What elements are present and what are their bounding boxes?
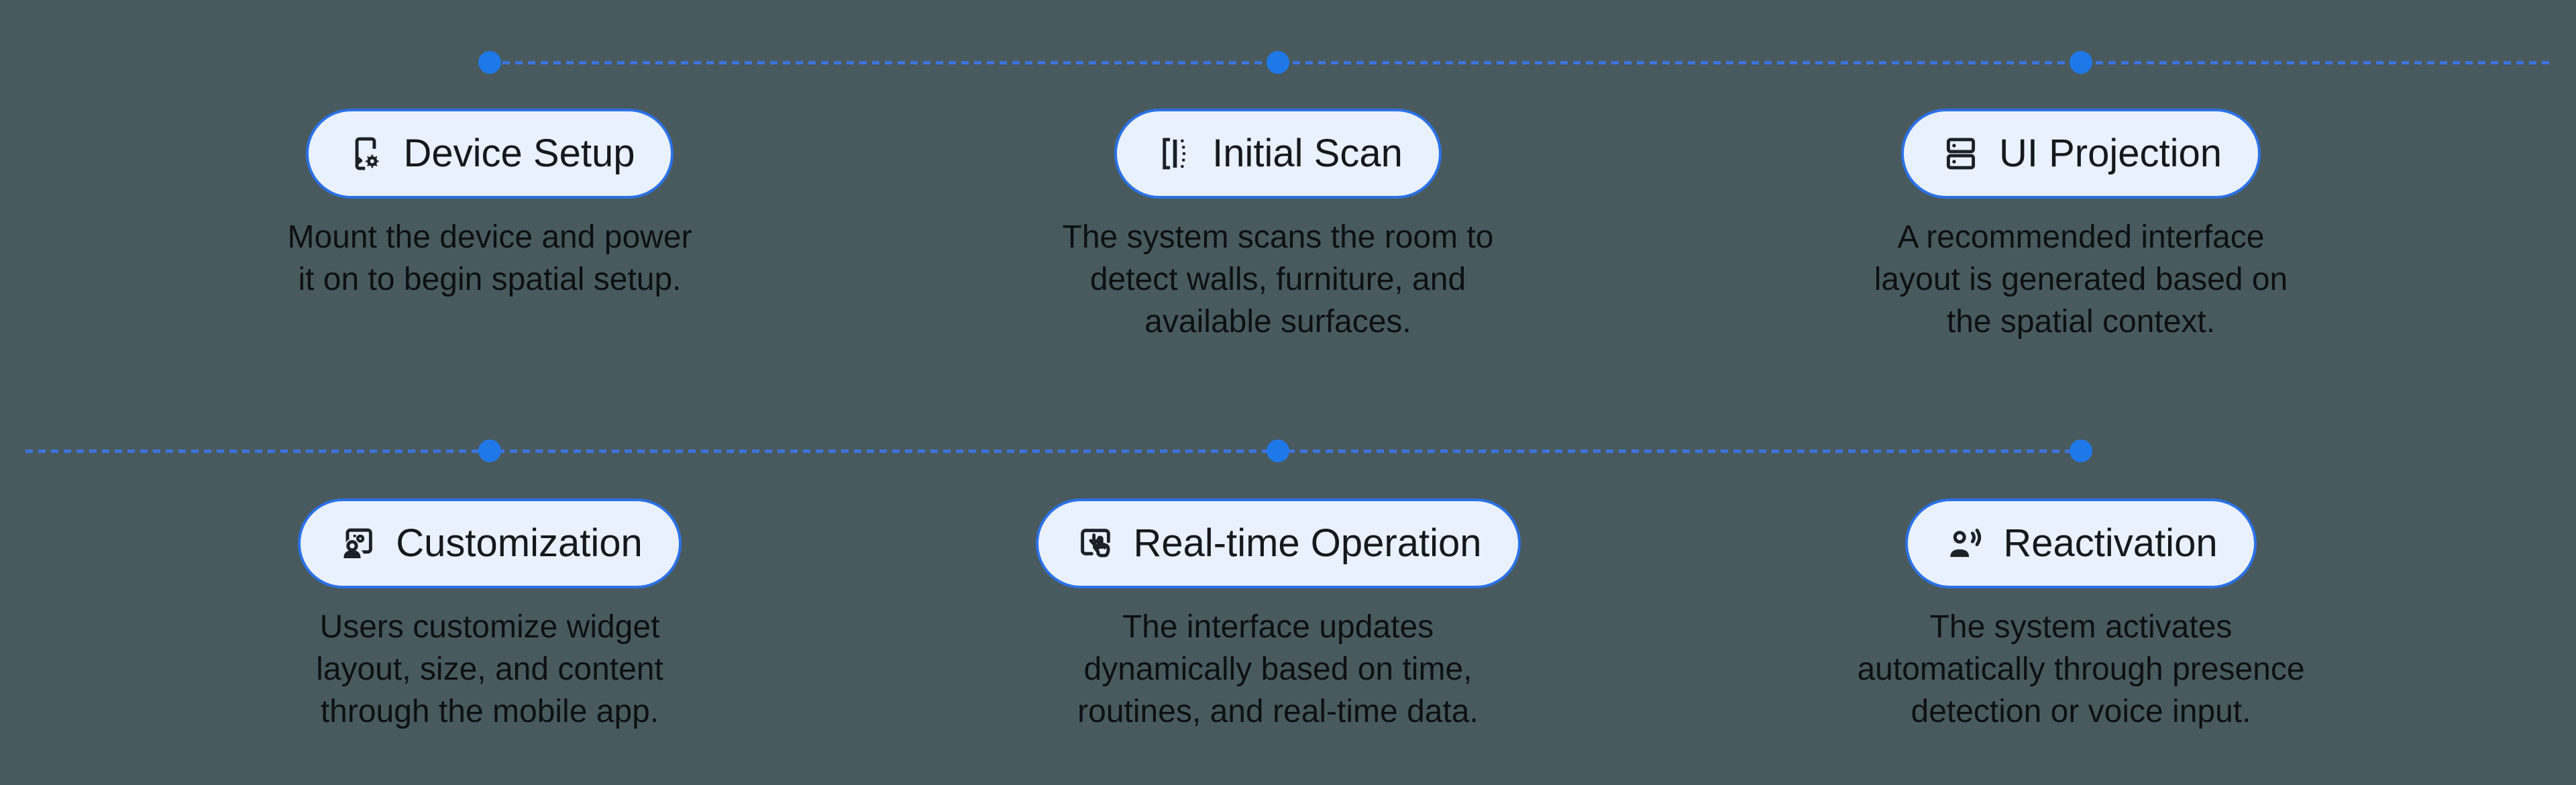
realtime-operation-pill[interactable]: Real-time Operation	[1035, 499, 1521, 588]
description-line: Mount the device and power	[287, 219, 692, 255]
scan-icon	[1163, 138, 1186, 170]
description-line: The system scans the room to	[1062, 219, 1494, 255]
timeline-dot	[2070, 51, 2092, 74]
step-title: Customization	[396, 521, 643, 565]
step-description: Mount the device and power it on to begi…	[287, 216, 692, 301]
timeline-dot	[478, 51, 501, 74]
reactivation-icon	[1950, 528, 1982, 558]
description-line: it on to begin spatial setup.	[298, 262, 682, 297]
timeline-dot	[2070, 439, 2092, 462]
timeline-dot	[1267, 51, 1289, 74]
step-title: Device Setup	[403, 131, 635, 175]
device-setup-pill[interactable]: Device Setup	[305, 109, 674, 199]
step-reactivation: Reactivation The system activates automa…	[1645, 499, 2517, 733]
realtime-operation-icon	[1080, 529, 1110, 558]
step-customization: Customization Users customize widget lay…	[54, 499, 926, 733]
customization-icon	[340, 528, 373, 562]
timeline-connector-row2	[25, 450, 2081, 453]
step-description: Users customize widget layout, size, and…	[316, 606, 663, 733]
timeline-dot	[478, 439, 501, 462]
step-title: Real-time Operation	[1133, 521, 1482, 565]
step-title: Initial Scan	[1212, 131, 1403, 175]
step-title: Reactivation	[2003, 521, 2218, 565]
step-realtime-operation: Real-time Operation The interface update…	[842, 499, 1714, 733]
description-line: the spatial context.	[1946, 304, 2216, 339]
ui-projection-pill[interactable]: UI Projection	[1900, 109, 2261, 199]
step-description: The system activates automatically throu…	[1857, 606, 2304, 733]
step-ui-projection: UI Projection A recommended interface la…	[1645, 109, 2517, 343]
step-description: The system scans the room to detect wall…	[1063, 216, 1494, 343]
device-setup-icon	[355, 137, 379, 170]
step-title: UI Projection	[1998, 131, 2222, 175]
description-line: dynamically based on time,	[1083, 651, 1472, 687]
description-line: A recommended interface	[1897, 219, 2265, 255]
description-line: The system activates	[1929, 609, 2233, 645]
initial-scan-pill[interactable]: Initial Scan	[1114, 109, 1442, 199]
description-line: Users customize widget	[319, 609, 660, 645]
timeline-dot	[1267, 439, 1289, 462]
description-line: available surfaces.	[1144, 304, 1411, 339]
gear-glyph	[365, 154, 379, 168]
timeline-connector-row1	[490, 61, 2552, 64]
reactivation-pill[interactable]: Reactivation	[1905, 499, 2257, 588]
description-line: detection or voice input.	[1911, 694, 2251, 729]
customization-pill[interactable]: Customization	[298, 499, 682, 588]
ui-projection-icon	[1946, 138, 1976, 170]
step-device-setup: Device Setup Mount the device and power …	[54, 109, 926, 301]
description-line: routines, and real-time data.	[1077, 694, 1479, 729]
description-line: layout is generated based on	[1874, 262, 2288, 297]
description-line: The interface updates	[1122, 609, 1434, 645]
description-line: detect walls, furniture, and	[1089, 262, 1466, 297]
step-description: A recommended interface layout is genera…	[1874, 216, 2288, 343]
description-line: automatically through presence	[1857, 651, 2305, 687]
step-description: The interface updates dynamically based …	[1077, 606, 1479, 733]
step-initial-scan: Initial Scan The system scans the room t…	[842, 109, 1714, 343]
description-line: layout, size, and content	[316, 651, 663, 687]
description-line: through the mobile app.	[320, 694, 659, 729]
